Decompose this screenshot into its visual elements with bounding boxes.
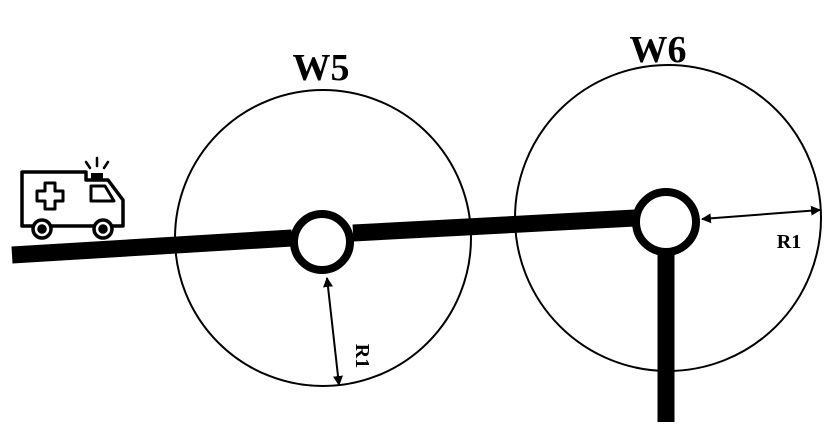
ambulance-icon	[20, 156, 125, 240]
w5-node	[290, 210, 354, 274]
road-segment-middle	[352, 209, 636, 242]
w5-label: W5	[293, 47, 350, 89]
w6-radius-arrow	[701, 205, 821, 224]
w5-radius-label: R1	[351, 344, 373, 368]
w5-radius-arrow	[323, 277, 343, 386]
w6-node	[632, 188, 700, 256]
w6-label: W6	[630, 29, 687, 71]
w6-radius-label: R1	[777, 231, 801, 253]
road-segment-left	[11, 229, 293, 264]
